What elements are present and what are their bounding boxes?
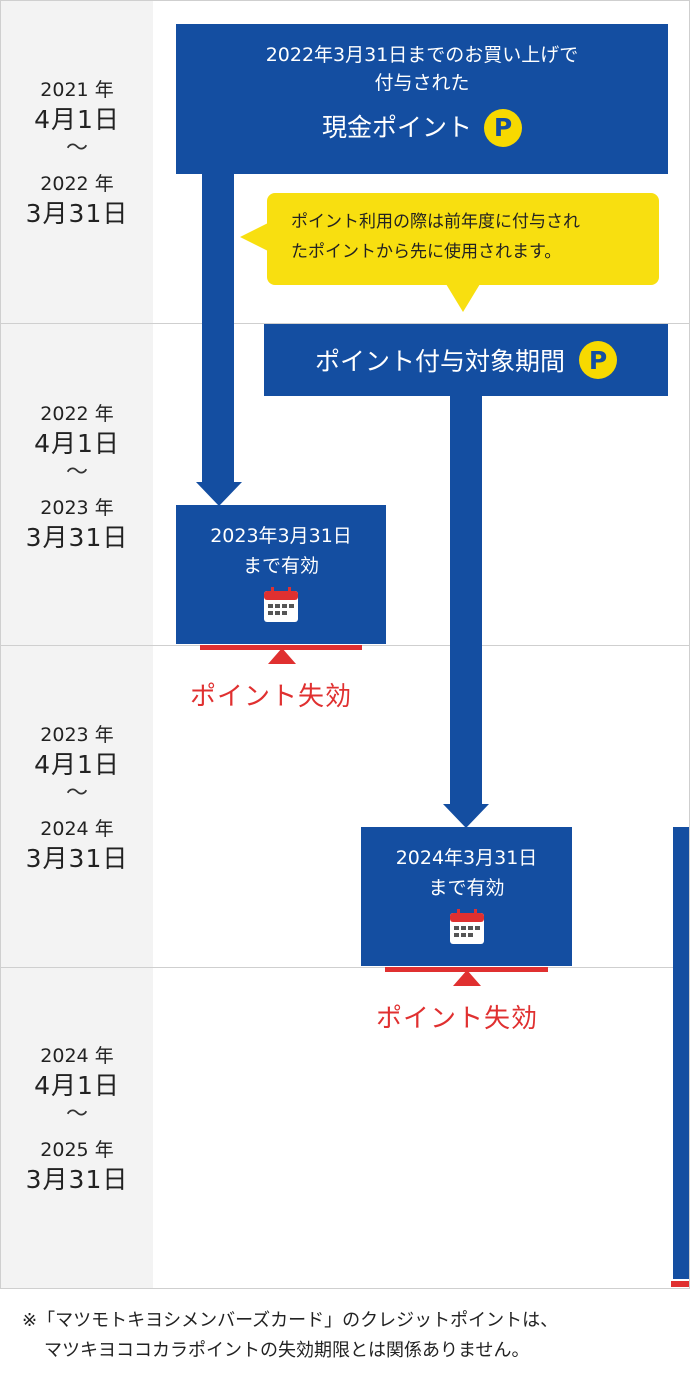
callout-bottom-pointer bbox=[446, 284, 480, 312]
callout-line2: たポイントから先に使用されます。 bbox=[291, 242, 562, 262]
cash-box-line2: 付与された bbox=[374, 72, 470, 94]
expiry-date-text: 2024年3月31日 bbox=[395, 847, 538, 869]
period-start-year: 2023 年 bbox=[40, 724, 114, 746]
arrow-shaft-middle bbox=[450, 396, 482, 806]
arrow-shaft-right bbox=[673, 827, 689, 1279]
expiry-line bbox=[200, 645, 362, 650]
callout-line1: ポイント利用の際は前年度に付与され bbox=[291, 212, 580, 232]
period-row-2: 2022 年 4月1日 〜 2023 年 3月31日 bbox=[1, 401, 153, 555]
period-end-date: 3月31日 bbox=[25, 523, 129, 552]
period-end-date: 3月31日 bbox=[25, 1165, 129, 1194]
period-start-year: 2024 年 bbox=[40, 1045, 114, 1067]
period-end-date: 3月31日 bbox=[25, 844, 129, 873]
grant-period-box: ポイント付与対象期間 P bbox=[264, 324, 668, 396]
point-p-icon: P bbox=[579, 341, 617, 379]
calendar-icon bbox=[264, 587, 298, 622]
cash-box-line1: 2022年3月31日までのお買い上げで bbox=[265, 44, 579, 66]
point-p-icon: P bbox=[484, 109, 522, 147]
cash-point-box: 2022年3月31日までのお買い上げで 付与された 現金ポイント P bbox=[176, 24, 668, 174]
period-tilde: 〜 bbox=[65, 460, 88, 485]
row-divider bbox=[1, 323, 689, 324]
period-tilde: 〜 bbox=[65, 781, 88, 806]
calendar-icon bbox=[449, 909, 484, 944]
period-end-year: 2025 年 bbox=[40, 1139, 114, 1161]
footnote-line1: ※「マツモトキヨシメンバーズカード」のクレジットポイントは、 bbox=[22, 1310, 559, 1331]
period-row-1: 2021 年 4月1日 〜 2022 年 3月31日 bbox=[1, 77, 153, 231]
arrow-shaft-left bbox=[202, 174, 234, 484]
expiry-triangle bbox=[268, 648, 296, 664]
expiry-box-2024: 2024年3月31日 まで有効 bbox=[361, 827, 572, 966]
footnote: ※「マツモトキヨシメンバーズカード」のクレジットポイントは、 マツキヨココカラポ… bbox=[22, 1306, 682, 1366]
callout-left-pointer bbox=[240, 222, 270, 252]
expiry-line bbox=[385, 967, 548, 972]
point-expired-label: ポイント失効 bbox=[376, 1004, 539, 1034]
expiry-triangle bbox=[453, 970, 481, 986]
period-tilde: 〜 bbox=[65, 136, 88, 161]
period-row-4: 2024 年 4月1日 〜 2025 年 3月31日 bbox=[1, 1043, 153, 1197]
arrow-head-left bbox=[196, 482, 242, 506]
period-tilde: 〜 bbox=[65, 1102, 88, 1127]
expiry-box-2023: 2023年3月31日 まで有効 bbox=[176, 505, 386, 644]
period-start-year: 2022 年 bbox=[40, 403, 114, 425]
cash-box-title: 現金ポイント bbox=[321, 113, 472, 142]
expiry-date-text: 2023年3月31日 bbox=[210, 525, 352, 547]
point-expired-label: ポイント失効 bbox=[190, 682, 353, 712]
period-column bbox=[1, 1, 153, 1288]
period-start-date: 4月1日 bbox=[34, 429, 120, 458]
row-divider bbox=[1, 967, 689, 968]
arrow-head-middle bbox=[443, 804, 489, 828]
expiry-valid-text: まで有効 bbox=[428, 877, 505, 899]
footnote-line2: マツキヨココカラポイントの失効期限とは関係ありません。 bbox=[44, 1340, 530, 1361]
expiry-marker-right bbox=[671, 1281, 689, 1287]
period-start-date: 4月1日 bbox=[34, 1071, 120, 1100]
priority-usage-callout: ポイント利用の際は前年度に付与され たポイントから先に使用されます。 bbox=[267, 193, 659, 285]
period-end-date: 3月31日 bbox=[25, 199, 129, 228]
period-end-year: 2023 年 bbox=[40, 497, 114, 519]
grant-period-title: ポイント付与対象期間 bbox=[314, 347, 565, 376]
period-start-year: 2021 年 bbox=[40, 79, 114, 101]
period-row-3: 2023 年 4月1日 〜 2024 年 3月31日 bbox=[1, 722, 153, 876]
expiry-valid-text: まで有効 bbox=[242, 555, 319, 577]
period-end-year: 2024 年 bbox=[40, 818, 114, 840]
period-end-year: 2022 年 bbox=[40, 173, 114, 195]
period-start-date: 4月1日 bbox=[34, 105, 120, 134]
period-start-date: 4月1日 bbox=[34, 750, 120, 779]
